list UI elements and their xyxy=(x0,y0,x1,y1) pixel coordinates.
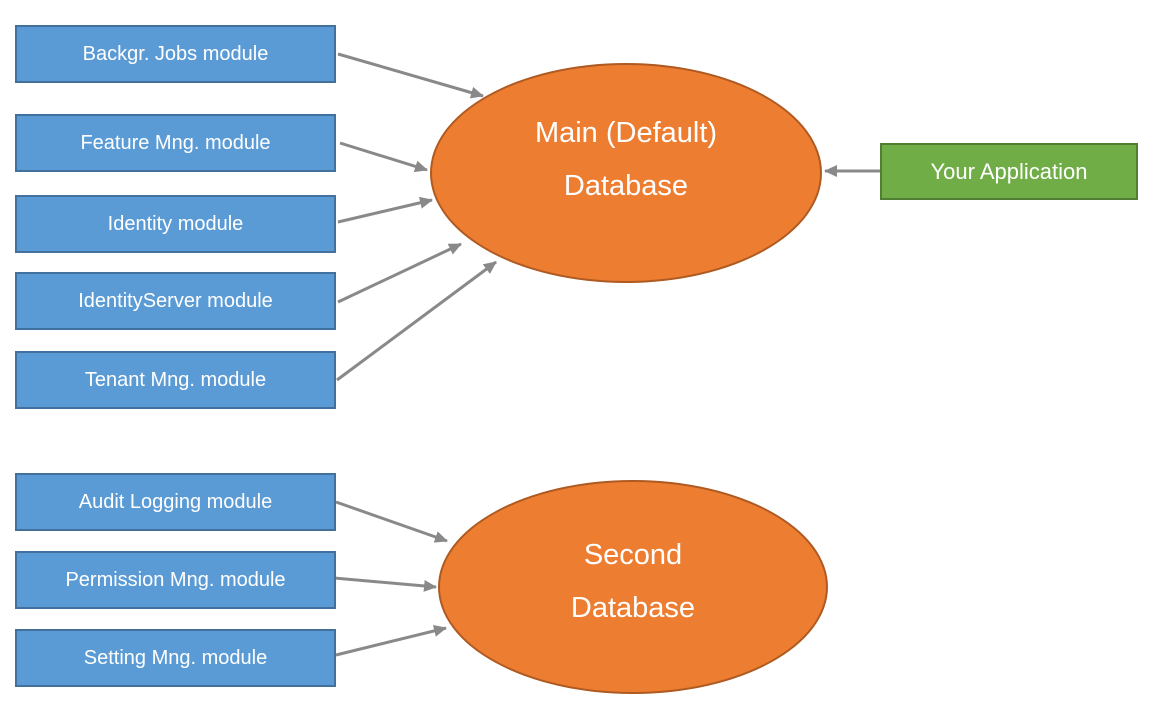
your-application-box: Your Application xyxy=(880,143,1138,200)
module-box-audit-logging: Audit Logging module xyxy=(15,473,336,531)
second-database-ellipse: Second Database xyxy=(438,480,828,694)
module-box-setting-mng: Setting Mng. module xyxy=(15,629,336,687)
arrow-feature-mng-to-main-db xyxy=(339,141,428,173)
main-database-label-line1: Main (Default) xyxy=(534,117,718,149)
module-label: Setting Mng. module xyxy=(83,646,268,669)
module-label: Audit Logging module xyxy=(78,490,273,513)
module-box-permission-mng: Permission Mng. module xyxy=(15,551,336,609)
arrow-setting-mng-to-second-db xyxy=(335,625,447,657)
module-label: Feature Mng. module xyxy=(80,131,271,154)
module-box-backgr-jobs: Backgr. Jobs module xyxy=(15,25,336,83)
arrow-audit-logging-to-second-db xyxy=(335,500,448,543)
second-database-label-line1: Second xyxy=(583,539,683,571)
arrow-permission-mng-to-second-db xyxy=(333,576,437,592)
main-database-ellipse: Main (Default) Database xyxy=(430,63,822,283)
module-label: Tenant Mng. module xyxy=(84,368,267,391)
module-box-identity: Identity module xyxy=(15,195,336,253)
main-database-label: Main (Default) Database xyxy=(535,107,717,213)
arrow-backgr-jobs-to-main-db xyxy=(337,52,484,99)
arrow-identity-to-main-db xyxy=(337,196,433,224)
module-box-identityserver: IdentityServer module xyxy=(15,272,336,330)
module-box-tenant-mng: Tenant Mng. module xyxy=(15,351,336,409)
module-label: IdentityServer module xyxy=(78,289,273,312)
your-application-label: Your Application xyxy=(930,158,1088,184)
module-label: Identity module xyxy=(107,212,244,235)
module-label: Backgr. Jobs module xyxy=(82,42,269,65)
second-database-label: Second Database xyxy=(571,529,695,635)
arrow-identityserver-to-main-db xyxy=(337,242,462,304)
arrow-tenant-mng-to-main-db xyxy=(336,260,497,382)
module-label: Permission Mng. module xyxy=(65,568,286,591)
main-database-label-line2: Database xyxy=(563,170,689,202)
module-box-feature-mng: Feature Mng. module xyxy=(15,114,336,172)
second-database-label-line2: Database xyxy=(570,592,696,624)
